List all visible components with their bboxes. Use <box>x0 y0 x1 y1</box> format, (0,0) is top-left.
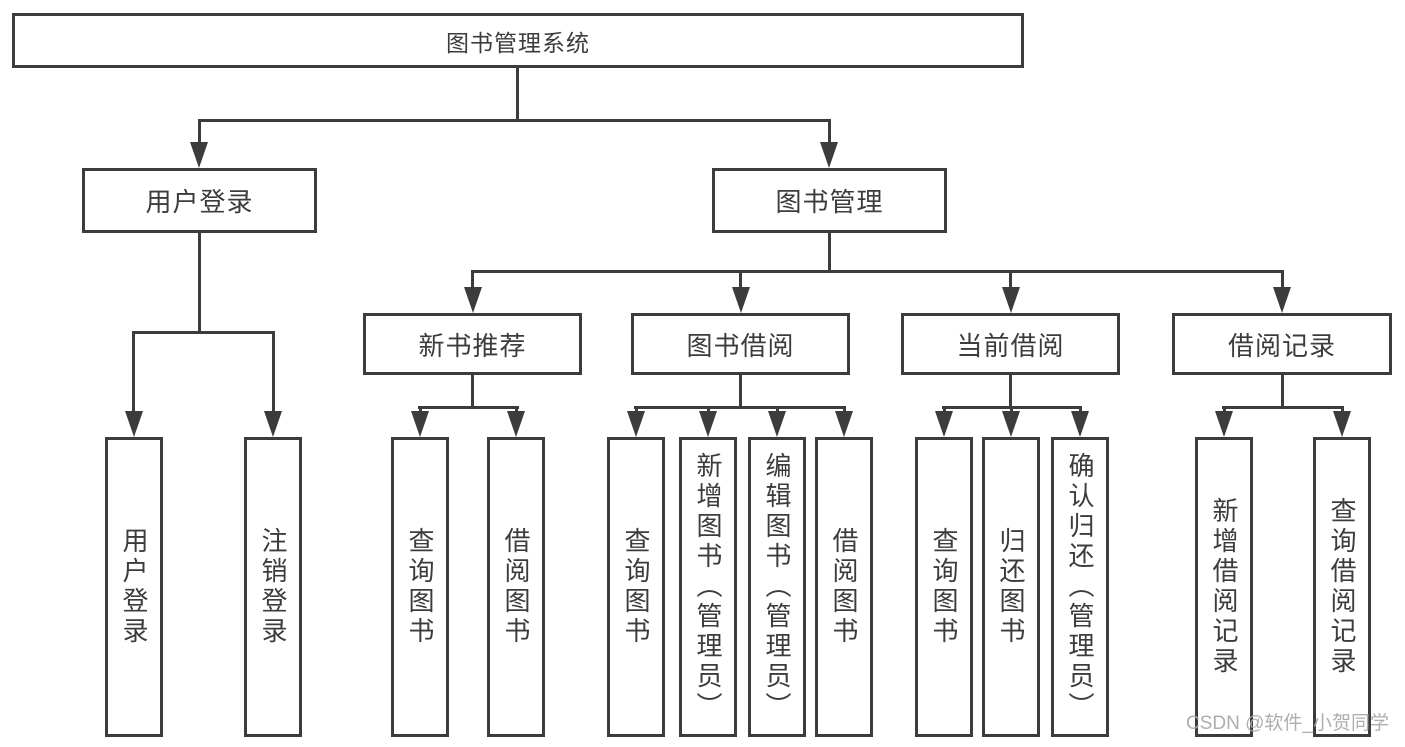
leaf-label: 编辑图书（管理员） <box>762 452 792 722</box>
arrow-down-icon <box>835 411 853 437</box>
arrow-down-icon <box>1333 411 1351 437</box>
connector-line <box>739 375 742 409</box>
arrow-down-icon <box>699 411 717 437</box>
connector-line <box>1009 270 1012 292</box>
connector-line <box>418 406 519 409</box>
leaf-label: 查询图书 <box>929 527 959 647</box>
arrow-down-icon <box>1002 411 1020 437</box>
node-current-borrowing: 当前借阅 <box>901 313 1120 375</box>
arrow-down-icon <box>732 287 750 313</box>
leaf-label: 新增图书（管理员） <box>693 452 723 722</box>
connector-line <box>1009 375 1012 409</box>
node-label: 当前借阅 <box>956 330 1065 361</box>
leaf-label: 用户登录 <box>119 527 149 647</box>
node-label: 图书管理 <box>775 187 884 217</box>
connector-line <box>198 119 831 122</box>
leaf-label: 归还图书 <box>996 527 1026 647</box>
connector-line <box>828 119 831 147</box>
leaf-logout: 注销登录 <box>244 437 302 737</box>
leaf-label: 新增借阅记录 <box>1209 497 1239 677</box>
arrow-down-icon <box>1215 411 1233 437</box>
leaf-return-books: 归还图书 <box>982 437 1040 737</box>
arrow-down-icon <box>264 411 282 437</box>
leaf-label: 查询图书 <box>621 527 651 647</box>
connector-line <box>634 406 846 409</box>
connector-line <box>1281 375 1284 409</box>
node-user-login: 用户登录 <box>82 168 317 233</box>
leaf-label: 借阅图书 <box>829 527 859 647</box>
node-library-management-system: 图书管理系统 <box>12 13 1024 68</box>
leaf-borrow-books-1: 借阅图书 <box>487 437 545 737</box>
connector-line <box>471 375 474 409</box>
leaf-user-login: 用户登录 <box>105 437 163 737</box>
connector-line <box>471 270 1284 273</box>
node-new-book-recommendation: 新书推荐 <box>363 313 582 375</box>
leaf-label: 注销登录 <box>258 527 288 647</box>
leaf-query-borrow-record: 查询借阅记录 <box>1313 437 1371 737</box>
arrow-down-icon <box>1002 287 1020 313</box>
node-label: 图书管理系统 <box>446 29 590 56</box>
arrow-down-icon <box>190 142 208 168</box>
leaf-confirm-return-admin: 确认归还（管理员） <box>1051 437 1109 737</box>
node-label: 图书借阅 <box>686 330 795 361</box>
node-label: 借阅记录 <box>1227 330 1336 361</box>
leaf-label: 查询图书 <box>405 527 435 647</box>
leaf-edit-books-admin: 编辑图书（管理员） <box>748 437 806 737</box>
connector-line <box>739 270 742 292</box>
arrow-down-icon <box>935 411 953 437</box>
connector-line <box>828 233 831 273</box>
connector-line <box>132 331 135 415</box>
arrow-down-icon <box>464 287 482 313</box>
leaf-label: 借阅图书 <box>501 527 531 647</box>
arrow-down-icon <box>627 411 645 437</box>
node-label: 用户登录 <box>145 187 254 217</box>
arrow-down-icon <box>411 411 429 437</box>
connector-line <box>272 331 275 415</box>
node-label: 新书推荐 <box>418 330 527 361</box>
arrow-down-icon <box>1273 287 1291 313</box>
node-book-borrowing: 图书借阅 <box>631 313 850 375</box>
connector-line <box>198 233 201 333</box>
leaf-label: 查询借阅记录 <box>1327 497 1357 677</box>
leaf-query-books-1: 查询图书 <box>391 437 449 737</box>
arrow-down-icon <box>125 411 143 437</box>
node-book-management: 图书管理 <box>712 168 947 233</box>
leaf-label: 确认归还（管理员） <box>1065 452 1095 722</box>
leaf-borrow-books-2: 借阅图书 <box>815 437 873 737</box>
arrow-down-icon <box>507 411 525 437</box>
leaf-add-borrow-record: 新增借阅记录 <box>1195 437 1253 737</box>
connector-line <box>1222 406 1344 409</box>
connector-line <box>471 270 474 292</box>
connector-line <box>132 331 275 334</box>
leaf-query-books-2: 查询图书 <box>607 437 665 737</box>
arrow-down-icon <box>1071 411 1089 437</box>
leaf-query-books-3: 查询图书 <box>915 437 973 737</box>
leaf-add-books-admin: 新增图书（管理员） <box>679 437 737 737</box>
watermark: CSDN @软件_小贺同学 <box>1186 713 1389 734</box>
connector-line <box>198 119 201 147</box>
connector-line <box>516 68 519 121</box>
arrow-down-icon <box>820 142 838 168</box>
arrow-down-icon <box>768 411 786 437</box>
connector-line <box>1281 270 1284 292</box>
node-borrowing-records: 借阅记录 <box>1172 313 1392 375</box>
